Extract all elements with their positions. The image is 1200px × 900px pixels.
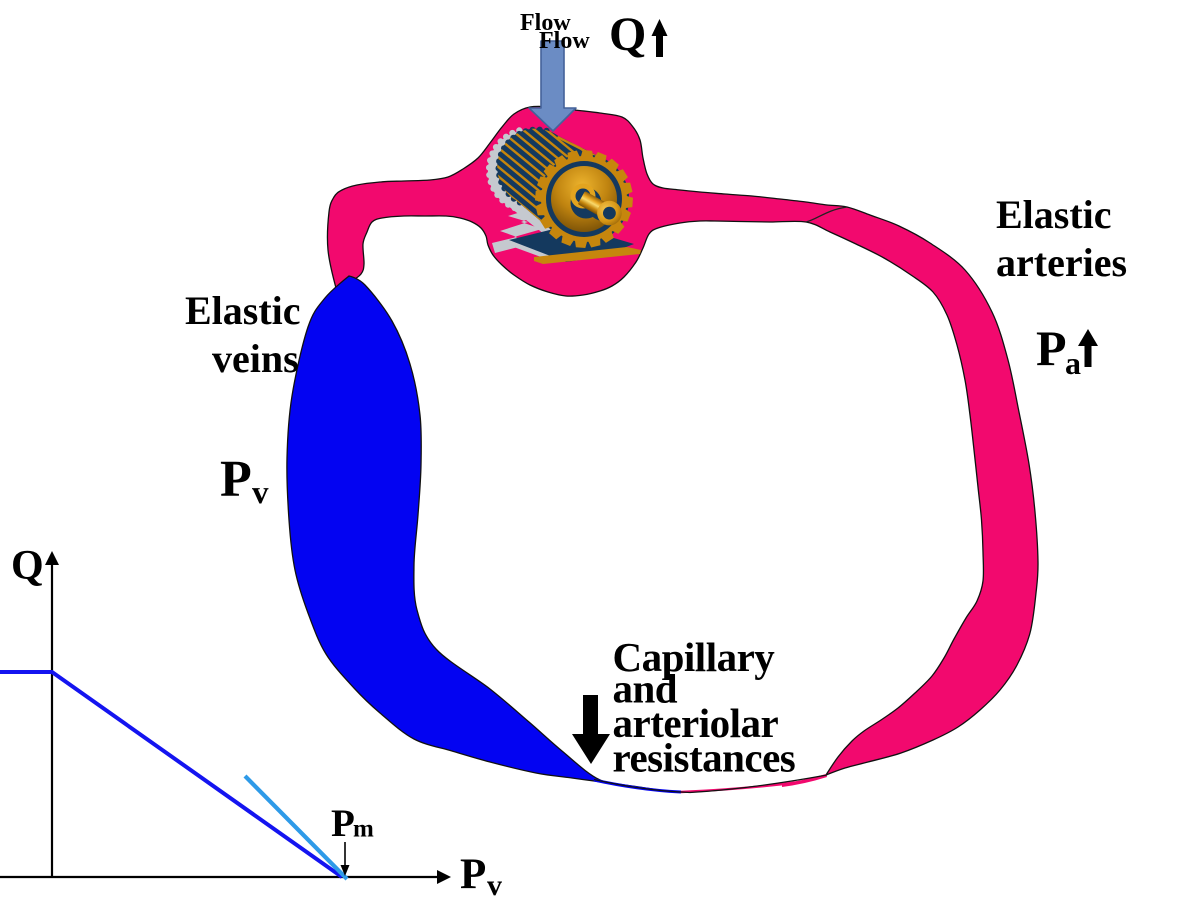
svg-text:P: P <box>1036 320 1067 376</box>
svg-text:v: v <box>252 475 269 511</box>
svg-text:m: m <box>353 816 374 843</box>
svg-text:Q: Q <box>609 8 646 61</box>
svg-text:P: P <box>220 451 252 508</box>
svg-text:Capillary: Capillary <box>613 634 776 680</box>
svg-text:resistances: resistances <box>613 735 796 781</box>
svg-text:a: a <box>1065 345 1081 381</box>
svg-text:Flow: Flow <box>539 28 590 54</box>
svg-text:Elastic: Elastic <box>996 192 1112 237</box>
svg-text:and: and <box>613 666 678 712</box>
svg-text:arteries: arteries <box>996 240 1127 285</box>
svg-text:P: P <box>331 802 355 845</box>
svg-text:Flow: Flow <box>520 10 571 36</box>
svg-text:veins: veins <box>212 336 299 381</box>
svg-text:arteriolar: arteriolar <box>613 700 779 746</box>
svg-text:Q: Q <box>11 543 44 589</box>
svg-text:P: P <box>460 851 486 898</box>
svg-text:v: v <box>487 869 502 900</box>
svg-text:Elastic: Elastic <box>185 288 301 333</box>
